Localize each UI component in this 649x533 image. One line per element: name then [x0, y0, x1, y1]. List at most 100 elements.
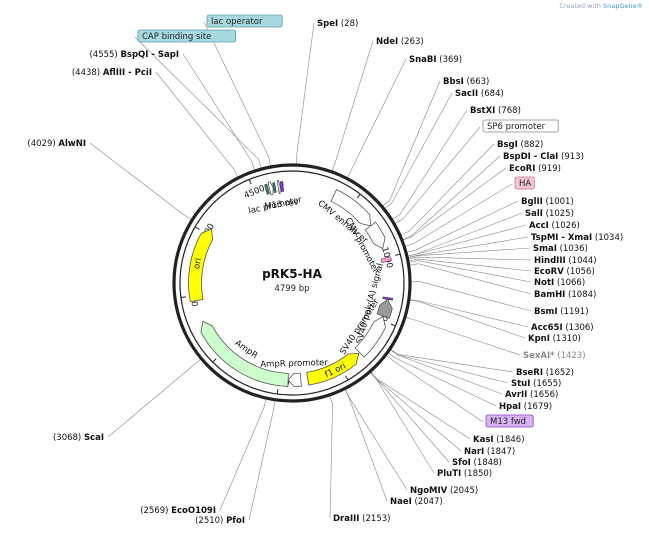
site-name: BstXI — [470, 106, 495, 116]
feature-lac-promoter — [267, 181, 274, 196]
site-name: SfoI — [452, 458, 471, 468]
site-bamhi: BamHI (1084) — [534, 290, 596, 300]
site-text: BstXI (768) — [470, 106, 521, 116]
leader-ecoo109i — [219, 399, 267, 511]
leader-ndei — [331, 40, 374, 172]
plasmid-name: pRK5-HA — [262, 267, 323, 281]
feature-sv40-promoter — [354, 315, 386, 358]
site-text: (2510) PfoI — [195, 516, 245, 526]
site-name: AccI — [529, 221, 549, 231]
leader-noti — [409, 260, 532, 283]
site-bspqi-sapi: (4555) BspQI - SapI — [89, 50, 179, 60]
feature-ampr — [200, 320, 289, 387]
ha-mark — [380, 256, 392, 264]
site-text: HindIII (1044) — [534, 256, 597, 266]
site-text: BamHI (1084) — [534, 290, 596, 300]
site-name: AlwNI — [58, 139, 86, 149]
leader-smai — [408, 247, 531, 258]
site-name: NdeI — [376, 37, 398, 47]
site-name: NotI — [534, 278, 554, 288]
site-position: (4029) — [27, 139, 58, 149]
site-position: (2569) — [140, 506, 171, 516]
site-position: (1310) — [550, 334, 581, 344]
site-position: (1679) — [521, 402, 552, 412]
leader-spei — [296, 22, 315, 165]
site-text: StuI (1655) — [511, 379, 561, 389]
site-sfoi: SfoI (1848) — [452, 458, 502, 468]
site-position: (1306) — [563, 323, 594, 333]
leader-ha — [405, 183, 513, 247]
site-name: StuI — [511, 379, 530, 389]
site-text: SmaI (1036) — [533, 244, 588, 254]
feature-f1-ori — [306, 352, 360, 386]
site-box-sp6-promoter — [482, 119, 559, 133]
feature-ori — [188, 228, 213, 303]
site-text: PluTI (1850) — [437, 469, 492, 479]
m13fwd-mark — [382, 296, 394, 301]
site-ngomiv: NgoMIV (2045) — [410, 486, 478, 496]
site-name: lac operator — [211, 17, 263, 27]
leader-sfoi — [370, 372, 450, 463]
site-position: (882) — [518, 140, 544, 150]
site-position: (1191) — [558, 307, 589, 317]
site-position: (1652) — [543, 368, 574, 378]
site-name: EcoO109I — [171, 506, 216, 516]
site-name: BbsI — [443, 77, 464, 87]
site-spei: SpeI (28) — [317, 19, 358, 29]
site-name: HA — [519, 179, 531, 189]
site-text: BseRI (1652) — [516, 368, 574, 378]
leader-bamhi — [409, 263, 532, 295]
site-name: M13 fwd — [490, 417, 526, 427]
feature-ampr-promoter — [287, 372, 302, 387]
site-position: (2153) — [359, 514, 390, 524]
backbone-outer-ring — [172, 163, 412, 403]
site-text: TspMI - XmaI (1034) — [531, 233, 623, 243]
leader-m13-fwd — [386, 355, 484, 423]
site-labels: SpeI (28)NdeI (263)SnaBI (369)BbsI (663)… — [27, 14, 623, 526]
center-label: pRK5-HA 4799 bp — [262, 267, 323, 294]
site-text: SacII (684) — [455, 89, 504, 99]
leader-pluti — [370, 372, 435, 474]
leader-snabi — [347, 58, 407, 178]
leader-ecorv — [408, 258, 532, 272]
site-name: BsgI — [497, 140, 518, 150]
site-text: SfoI (1848) — [452, 458, 502, 468]
site-text: DraIII (2153) — [333, 514, 390, 524]
site-ecoo109i: (2569) EcoO109I — [140, 506, 216, 516]
backbone — [172, 163, 412, 403]
site-scai: (3068) ScaI — [53, 433, 104, 443]
tick-4000 — [194, 226, 200, 230]
site-name: BseRI — [516, 368, 543, 378]
site-sp6-promoter: SP6 promoter — [482, 119, 559, 133]
site-position: (1001) — [543, 197, 574, 207]
site-name: BspQI - SapI — [120, 50, 179, 60]
site-position: (2047) — [412, 497, 443, 507]
leader-nari — [370, 372, 462, 452]
watermark: Created with SnapGene® — [559, 2, 643, 10]
site-position: (369) — [437, 55, 463, 65]
site-bsmi: BsmI (1191) — [534, 307, 589, 317]
leader-bglii — [406, 200, 519, 253]
site-pluti: PluTI (1850) — [437, 469, 492, 479]
site-position: (1034) — [592, 233, 623, 243]
site-name: ScaI — [84, 433, 104, 443]
site-bseri: BseRI (1652) — [516, 368, 574, 378]
site-sacii: SacII (684) — [455, 89, 504, 99]
leader-bsgi — [400, 143, 495, 236]
tick-3000 — [212, 358, 217, 363]
site-box-m13-fwd — [485, 414, 534, 428]
site-text: SexAI* (1423) — [523, 351, 586, 361]
site-noti: NotI (1066) — [534, 278, 585, 288]
site-position: (4555) — [89, 50, 120, 60]
site-text: HpaI (1679) — [499, 402, 552, 412]
watermark-prefix: Created with — [559, 2, 601, 10]
site-text: BbsI (663) — [443, 77, 489, 87]
site-position: (1847) — [484, 447, 515, 457]
leader-sp6-promoter — [394, 126, 481, 224]
leader-pfoi — [248, 400, 276, 521]
site-position: (1848) — [471, 458, 502, 468]
site-bglii: BglII (1001) — [521, 197, 574, 207]
site-name: AvrII — [505, 390, 527, 400]
site-position: (1066) — [554, 278, 585, 288]
site-ecorv: EcoRV (1056) — [534, 267, 595, 277]
